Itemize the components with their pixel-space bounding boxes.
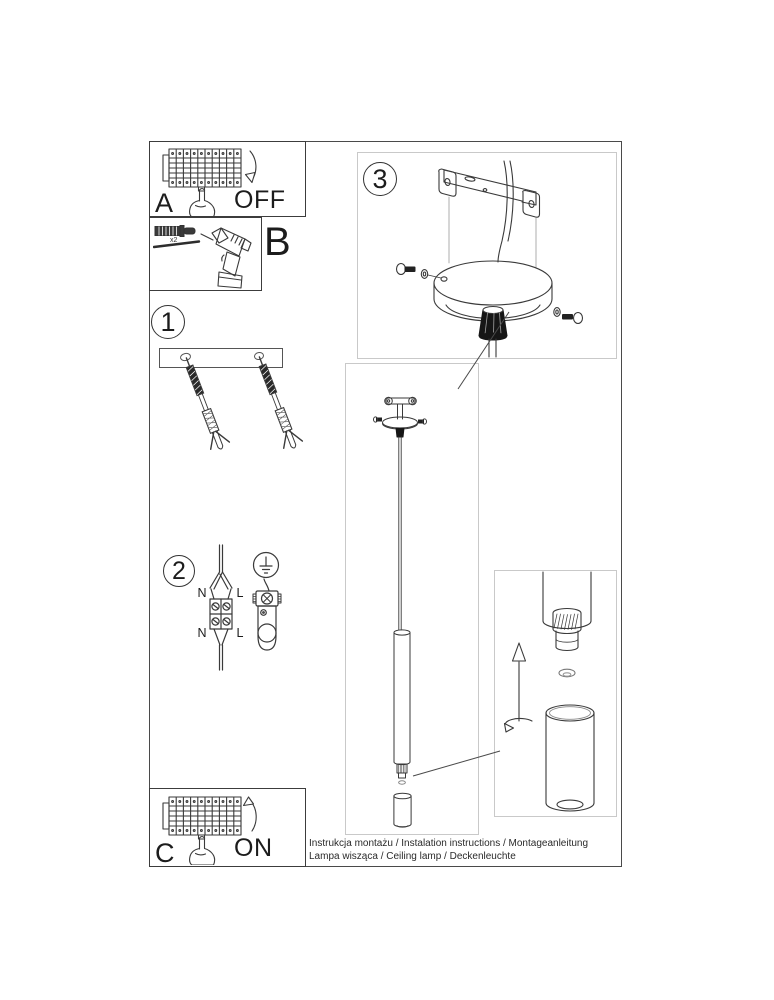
quantity-label: x2 xyxy=(170,237,178,244)
lamp-tube-icon xyxy=(393,629,411,766)
cable-line xyxy=(398,436,402,631)
step-2-number: 2 xyxy=(172,556,186,585)
panel-pendant-overview xyxy=(345,363,479,835)
screw-with-anchor-right-icon xyxy=(258,356,304,449)
up-arrow-icon xyxy=(511,642,527,722)
step-2-badge: 2 xyxy=(163,555,195,587)
on-label: ON xyxy=(234,834,273,862)
pointing-hand-icon xyxy=(189,187,216,217)
wall-plug-icon xyxy=(154,225,196,237)
socket-icon xyxy=(396,763,408,785)
step-1-number: 1 xyxy=(160,306,176,337)
power-drill-icon xyxy=(200,227,252,289)
circuit-breaker-off-icon xyxy=(162,148,257,217)
wire-n-bottom-label: N xyxy=(197,626,206,640)
canopy-screw-left-icon xyxy=(395,262,442,279)
wire-l-bottom-label: L xyxy=(237,626,244,640)
rotate-arrow-icon xyxy=(503,717,533,733)
canopy-mounting-illustration xyxy=(395,160,584,358)
mounting-plate xyxy=(159,348,283,368)
pointing-hand-icon xyxy=(189,835,216,865)
panel-breaker-on: C ON xyxy=(149,788,306,868)
ground-clamp-icon xyxy=(252,578,282,651)
terminal-block-icon xyxy=(209,544,233,671)
step-b-label: B xyxy=(264,220,291,264)
off-label: OFF xyxy=(234,186,286,214)
cable-line xyxy=(497,160,508,263)
step-1-badge: 1 xyxy=(151,305,185,339)
circuit-breaker-on-icon xyxy=(162,796,257,865)
cable-line xyxy=(507,160,514,242)
wire-n-top-label: N xyxy=(197,586,206,600)
bracket-canopy-side-icon xyxy=(373,396,427,438)
breaker-strip-icon xyxy=(162,148,242,192)
footer-line-1: Instrukcja montażu / Instalation instruc… xyxy=(309,838,589,849)
tube-end-icon xyxy=(542,571,592,652)
drill-bit-icon xyxy=(153,240,201,249)
shade-cylinder-icon xyxy=(393,792,412,828)
bulb-base-icon xyxy=(558,668,576,678)
cord-grip-icon xyxy=(478,305,508,341)
curved-arrow-down-icon xyxy=(244,150,257,184)
footer-text: Instrukcja montażu / Instalation instruc… xyxy=(309,837,588,863)
wiring-diagram-icon: N L N L xyxy=(197,544,282,671)
step-c-label: C xyxy=(155,838,175,868)
cable-line xyxy=(488,338,497,358)
footer-line-2: Lampa wisząca / Ceiling lamp / Deckenleu… xyxy=(309,851,516,862)
screw-with-anchor-left-icon xyxy=(185,357,231,450)
step-3-badge: 3 xyxy=(363,162,397,196)
panel-tools: x2 xyxy=(149,217,262,291)
panel-breaker-off: A OFF xyxy=(149,141,306,218)
mounting-bracket-icon xyxy=(438,168,541,218)
outer-frame xyxy=(149,141,622,867)
panel-shade-detail xyxy=(494,570,617,817)
breaker-strip-icon xyxy=(162,796,242,840)
earth-symbol-icon xyxy=(252,551,280,579)
step-3-number: 3 xyxy=(372,163,388,194)
wire-l-top-label: L xyxy=(237,586,244,600)
pendant-lamp-illustration xyxy=(373,396,427,828)
curved-arrow-up-icon xyxy=(242,796,257,832)
shade-assembly-illustration xyxy=(503,571,595,812)
step-a-label: A xyxy=(155,188,174,218)
shade-cylinder-icon xyxy=(545,704,595,812)
canopy-screw-right-icon xyxy=(553,307,584,325)
